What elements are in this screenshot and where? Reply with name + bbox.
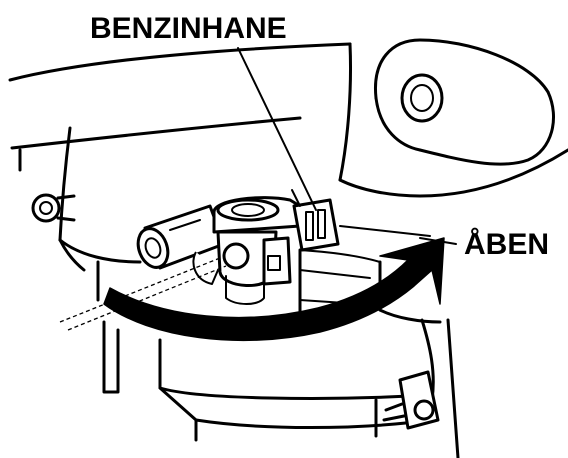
left-bolt bbox=[31, 193, 76, 223]
lower-right-bolt bbox=[374, 370, 440, 438]
engine-housing bbox=[8, 42, 353, 272]
open-leader-line bbox=[419, 237, 457, 245]
open-direction-label: ÅBEN bbox=[464, 228, 549, 261]
fuel-valve-label: BENZINHANE bbox=[90, 12, 287, 45]
valve-lever bbox=[292, 198, 340, 252]
fuel-valve bbox=[192, 189, 340, 305]
curved-arrow-icon bbox=[103, 237, 445, 342]
mounting-boss bbox=[338, 38, 568, 198]
hidden-lines bbox=[59, 257, 227, 331]
fuel-valve-leader-line bbox=[237, 47, 317, 211]
lower-bracket bbox=[96, 225, 460, 458]
